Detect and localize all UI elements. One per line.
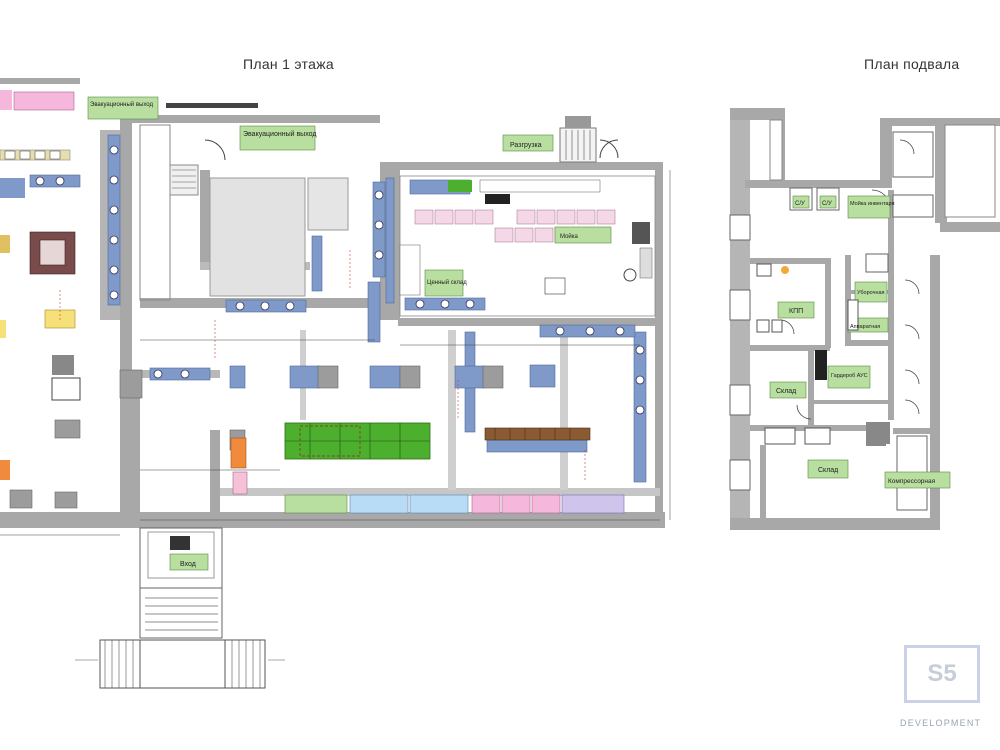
label-wardrobe: Гардероб АУС	[831, 373, 868, 379]
label-washing-equipment: Мойка инвентаря	[850, 200, 894, 207]
label-compressor: Компрессорная	[888, 478, 936, 485]
label-dry-storage: Ценный склад	[427, 279, 467, 286]
logo-subtitle: DEVELOPMENT	[900, 718, 982, 728]
basement-plan	[729, 108, 1000, 530]
label-wc-2: С/У	[822, 201, 832, 207]
label-cleaning-room: Уборочная	[857, 290, 885, 296]
floor1-plan-title: План 1 этажа	[243, 56, 334, 72]
label-warehouse-1: Склад	[776, 388, 796, 395]
basement-plan-title: План подвала	[864, 56, 960, 72]
label-kpp: КПП	[789, 308, 803, 315]
label-unloading: Разгрузка	[510, 142, 542, 149]
label-evac-exit-top-left: Эвакуационный выход	[90, 101, 153, 108]
label-warehouse-2: Склад	[818, 467, 838, 474]
label-wc-1: С/У	[795, 201, 805, 207]
label-evac-exit-center: Эвакуационный выход	[243, 130, 316, 138]
label-storage-room: Аппаратная	[850, 324, 880, 330]
label-washing: Мойка	[560, 233, 579, 240]
logo-mark: S5	[927, 660, 957, 687]
s5-logo: S5	[904, 645, 980, 703]
floor1-plan	[0, 78, 671, 689]
label-entrance: Вход	[180, 561, 196, 568]
